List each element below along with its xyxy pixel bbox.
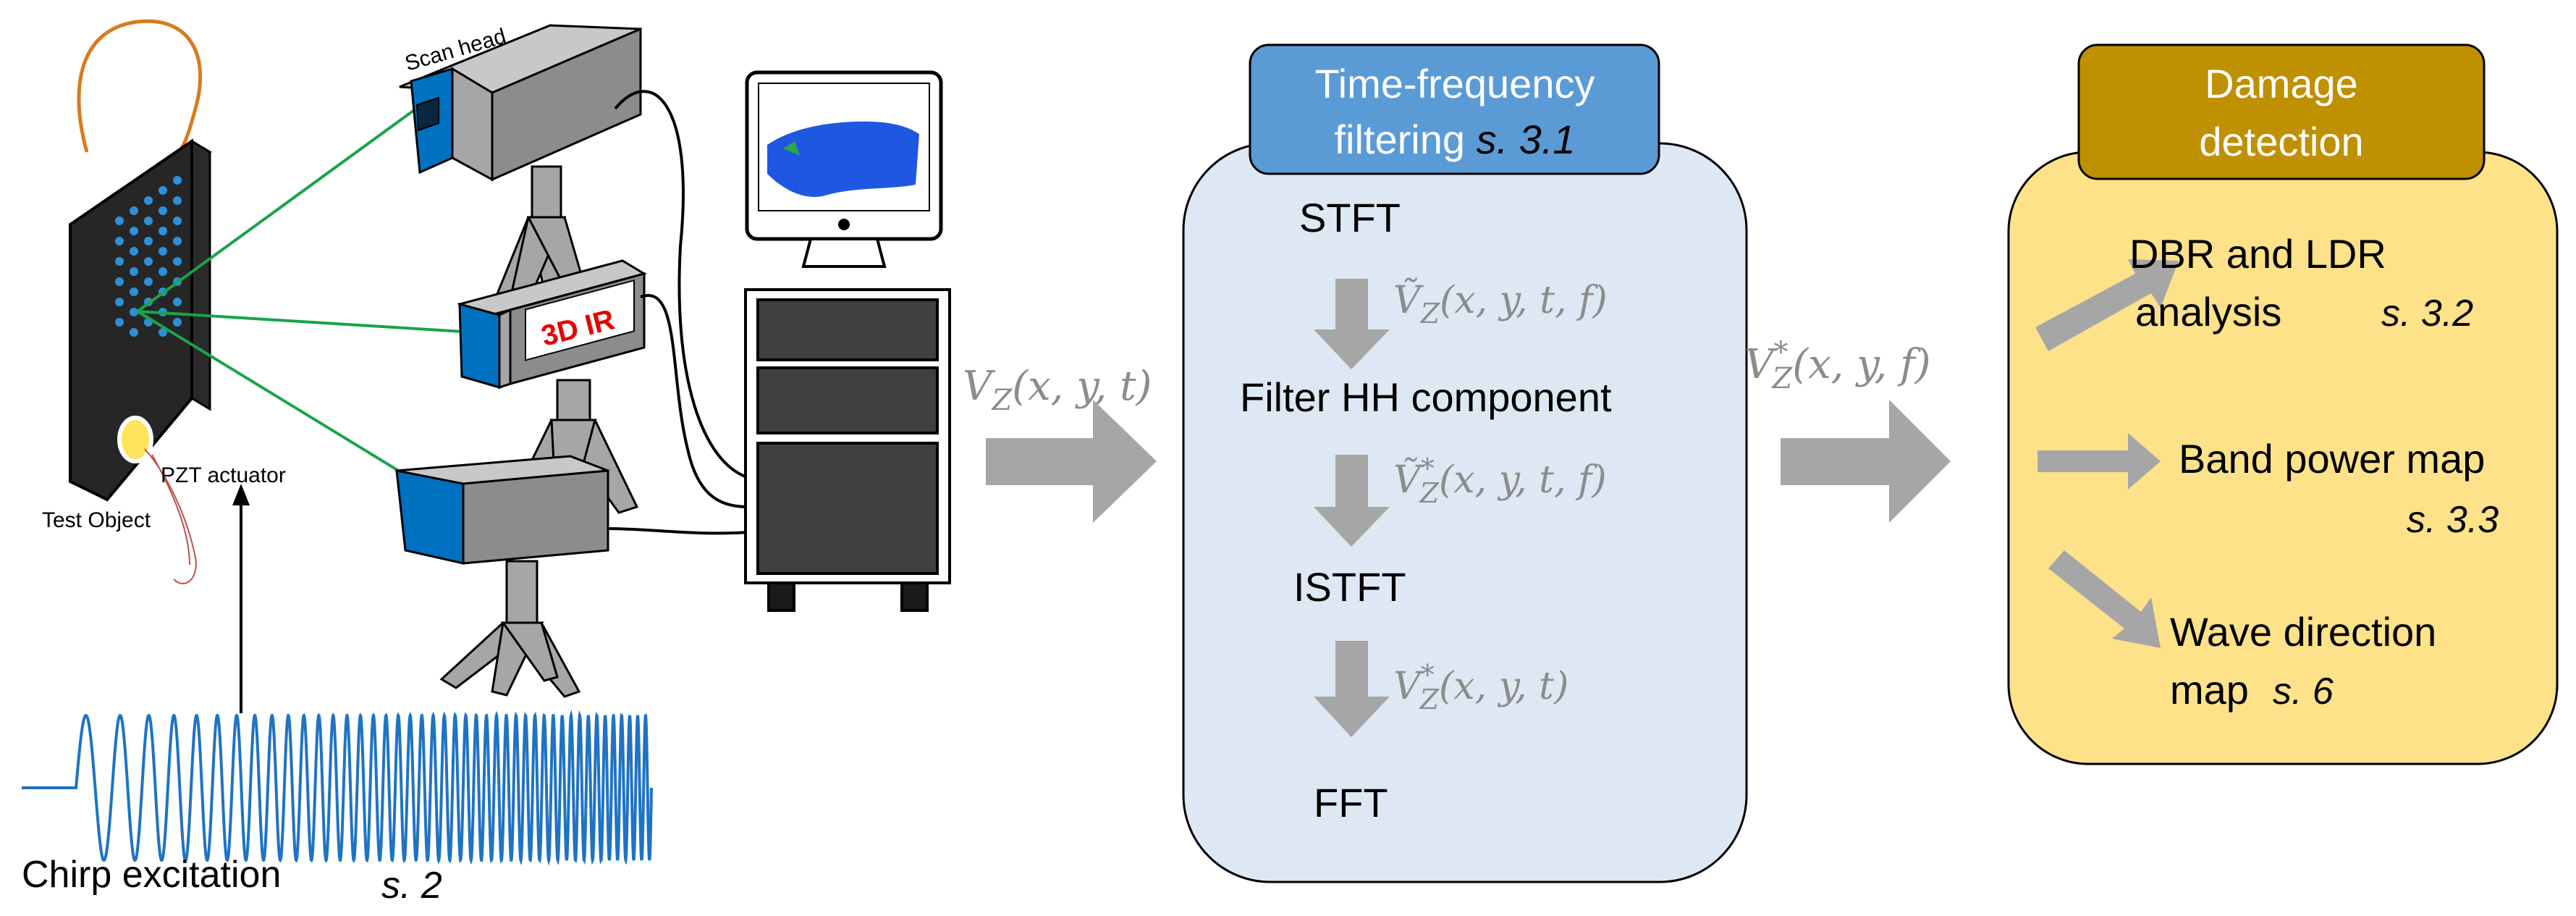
test-object-hole (130, 267, 138, 276)
monitor-icon (745, 70, 943, 268)
item-wave-direction-line2: map (2170, 667, 2249, 713)
tf-header-line1: Time-frequency (1315, 61, 1595, 106)
arrow-label-stft: ṼZ(x, y, t, f) (1393, 278, 1608, 329)
test-object-hole (115, 298, 124, 306)
scan-head-icon (399, 24, 642, 182)
test-object-hole (144, 257, 153, 266)
cable-icon (77, 19, 203, 153)
down-arrow (1314, 455, 1390, 547)
tf-header-line2: filtering s. 3.1 (1334, 117, 1575, 162)
output-flow: V*Z(x, y, f) (1744, 336, 1951, 523)
test-object-hole (144, 217, 153, 225)
item-dbr-line1: DBR and LDR (2129, 231, 2386, 277)
test-object-hole (159, 206, 167, 215)
test-object-hole (130, 247, 138, 256)
test-object-hole (173, 176, 182, 185)
test-object-hole (159, 227, 167, 235)
item-wave-direction-line1: Wave direction (2170, 609, 2436, 655)
test-object-hole (144, 196, 153, 205)
test-object-hole (173, 217, 182, 225)
damage-header-line1: Damage (2205, 61, 2358, 106)
laser-beams (136, 107, 464, 483)
test-object-holes (115, 176, 182, 337)
test-object-hole (130, 308, 138, 316)
test-object-hole (130, 227, 138, 235)
test-object-hole (144, 237, 153, 245)
chirp-section: s. 2 (381, 865, 442, 907)
item-arrow (2048, 550, 2161, 648)
tf-panel-body (1182, 142, 1748, 883)
pzt-disc-icon (117, 416, 153, 463)
test-object-hole (115, 237, 124, 245)
chirp-label: Chirp excitation (22, 854, 281, 896)
down-arrow (1314, 279, 1390, 369)
down-arrow (1314, 641, 1390, 737)
test-object-hole (115, 257, 124, 266)
test-object-hole (173, 237, 182, 245)
step-stft: STFT (1299, 195, 1401, 240)
tripod-icon (439, 560, 581, 698)
test-object-hole (173, 257, 182, 266)
step-istft: ISTFT (1293, 564, 1406, 610)
chirp-signal-icon (22, 710, 653, 866)
scan-head-ir-icon (457, 259, 647, 390)
arrow-label-istft: V*Z(x, y, t) (1393, 659, 1568, 715)
step-filter-hh: Filter HH component (1240, 374, 1612, 420)
item-arrow (2035, 259, 2179, 351)
test-object-hole (159, 267, 167, 276)
test-object-hole (115, 318, 124, 327)
test-object-hole (159, 328, 167, 337)
test-object-hole (144, 277, 153, 286)
time-frequency-panel: Time-frequency filtering s. 3.1 STFT Fil… (1182, 43, 1748, 883)
damage-header-line2: detection (2199, 119, 2363, 164)
setup-illustration: Scan head 3D IR (22, 19, 951, 907)
step-fft: FFT (1314, 780, 1388, 825)
test-object-hole (173, 298, 182, 306)
input-signal-label: VZ(x, y, t) (963, 363, 1152, 417)
damage-detection-panel: Damage detection DBR and LDR analysis s.… (2007, 43, 2559, 765)
item-arrow (2037, 433, 2161, 489)
item-wave-direction-section: s. 6 (2273, 671, 2334, 713)
item-band-power-section: s. 3.3 (2407, 499, 2499, 541)
test-object-hole (159, 186, 167, 195)
test-object-hole (173, 196, 182, 205)
test-object-label: Test Object (42, 508, 151, 532)
test-object-hole (159, 247, 167, 256)
flow-arrow (1781, 400, 1951, 523)
test-object-icon (68, 138, 212, 502)
output-signal-label: V*Z(x, y, f) (1744, 336, 1931, 395)
item-band-power: Band power map (2179, 436, 2485, 482)
test-object-hole (115, 217, 124, 225)
test-object-hole (130, 206, 138, 215)
excitation-arrow (232, 484, 250, 713)
item-dbr-line2: analysis (2135, 289, 2281, 335)
head-cables (607, 90, 750, 535)
input-flow: VZ(x, y, t) (963, 363, 1157, 523)
pzt-actuator-label: PZT actuator (161, 463, 286, 487)
test-object-hole (130, 287, 138, 296)
flow-arrow (986, 400, 1157, 523)
damage-panel-header (2077, 43, 2486, 180)
test-object-hole (173, 318, 182, 327)
test-object-hole (115, 277, 124, 286)
pzt-wires-icon (144, 448, 197, 584)
test-object-hole (130, 328, 138, 337)
computer-cabinet-icon (744, 288, 951, 612)
scan-head-icon (395, 455, 609, 565)
arrow-label-filter: Ṽ*Z(x, y, t, f) (1393, 453, 1607, 509)
item-dbr-section: s. 3.2 (2381, 293, 2473, 335)
tf-panel-header (1249, 43, 1660, 175)
